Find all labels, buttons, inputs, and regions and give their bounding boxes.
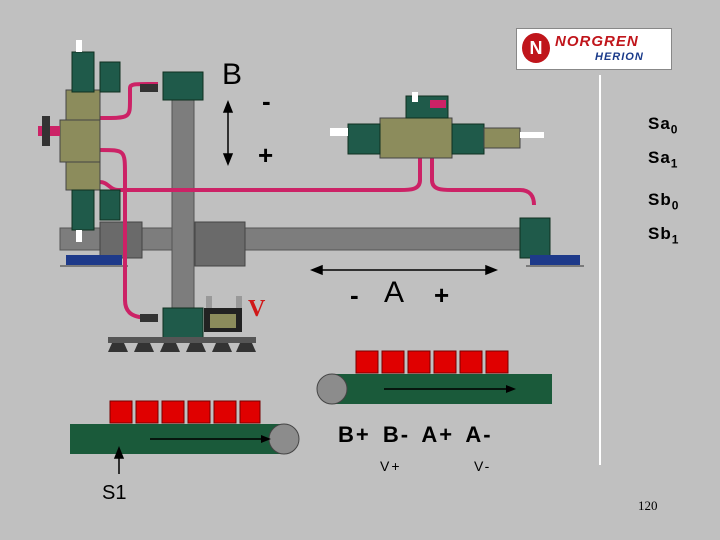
beam-right-block (519, 217, 551, 259)
column-bottom-block (162, 307, 204, 339)
sequence-v-plus: V+ (380, 458, 402, 474)
base-right (530, 255, 580, 265)
lower-boxes (109, 400, 261, 424)
cylinder-b-plus: + (258, 140, 274, 170)
beam-left-block (99, 221, 143, 259)
column-top-block (162, 71, 204, 101)
start-switch-label: S1 (102, 482, 127, 504)
cylinder-a-label: A (384, 276, 405, 309)
a-stroke-arrow (309, 264, 499, 276)
upper-boxes (355, 350, 509, 374)
suction-cups (108, 343, 256, 352)
top-valve (330, 92, 544, 159)
logo-line2: HERION (595, 51, 644, 63)
suction-rail (108, 337, 256, 343)
cylinder-a-plus: + (434, 280, 450, 310)
base-left (66, 255, 122, 265)
sensor-sb1: Sb1 (648, 224, 680, 247)
sensor-sb0: Sb0 (648, 190, 680, 213)
cylinder-a-minus: - (350, 280, 359, 310)
logo-line1: NORGREN (555, 33, 639, 50)
beam-center-block (194, 221, 246, 267)
norgren-herion-logo: N NORGREN HERION (516, 28, 672, 70)
pneumatic-tubing (99, 82, 536, 320)
cylinder-b-label: B (222, 58, 243, 91)
lower-conveyor (70, 423, 300, 455)
s1-arrow (113, 445, 125, 474)
left-valve-stack (38, 40, 158, 322)
sequence-v-minus: V- (474, 458, 492, 474)
upper-conveyor (316, 373, 552, 405)
cylinder-b-minus: - (262, 86, 271, 116)
vacuum-label: V (248, 296, 266, 322)
page-number: 120 (638, 498, 658, 513)
sequence-line: B+ B- A+ A- (338, 422, 493, 447)
sensor-sa1: Sa1 (648, 148, 679, 171)
vertical-column (171, 79, 195, 311)
b-stroke-arrow (222, 99, 234, 167)
sensor-sa0: Sa0 (648, 114, 679, 137)
norgren-logo-mark: N (522, 33, 550, 63)
